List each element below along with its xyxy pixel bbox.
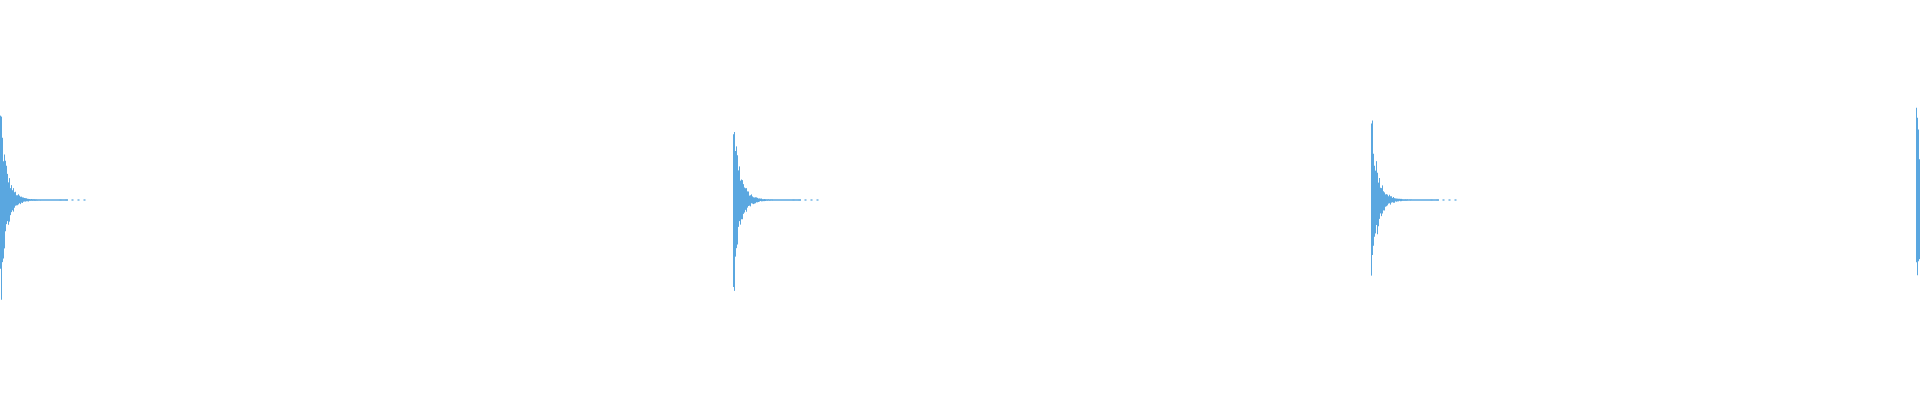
transient-decay-1 xyxy=(0,115,86,300)
transient-decay-2 xyxy=(733,132,819,291)
transient-hit-2 xyxy=(733,132,819,291)
waveform-transients xyxy=(0,107,1920,300)
transient-decay-3 xyxy=(1371,120,1457,276)
transient-decay-4 xyxy=(1916,107,1920,276)
transient-hit-4 xyxy=(1916,107,1920,276)
transient-hit-1 xyxy=(0,115,86,300)
transient-hit-3 xyxy=(1371,120,1457,276)
